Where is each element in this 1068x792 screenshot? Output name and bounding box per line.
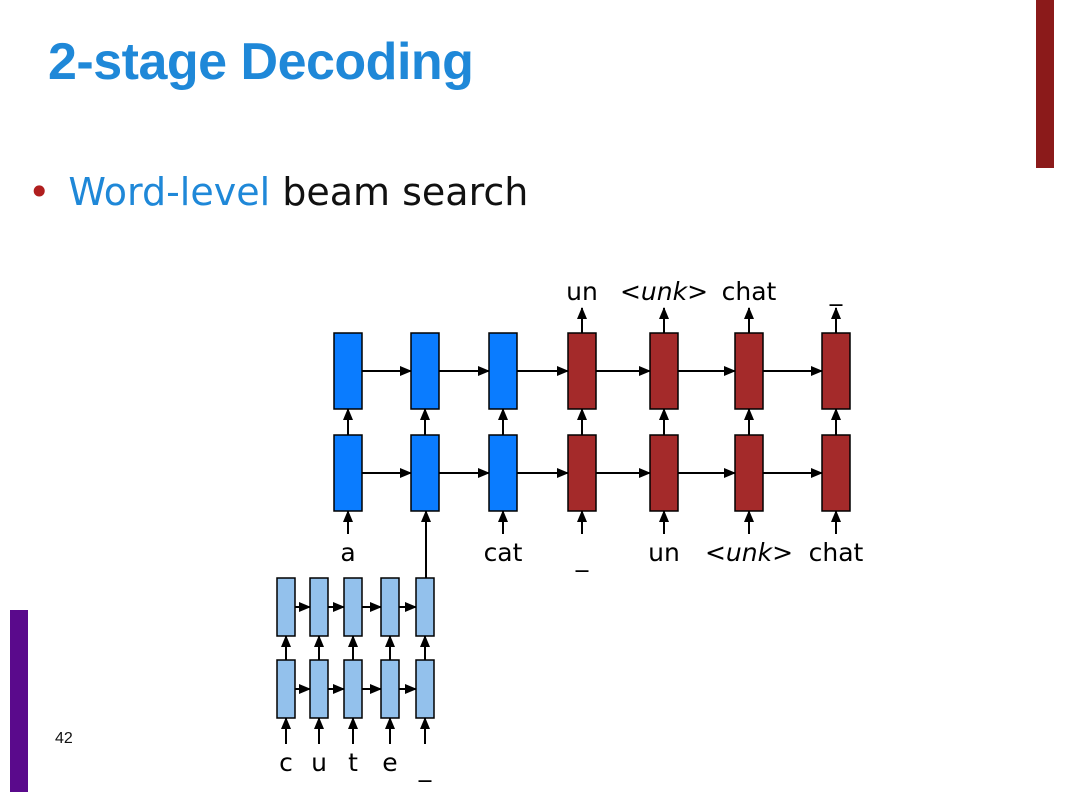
output-label: <unk>: [620, 277, 708, 306]
output-label: chat: [722, 277, 777, 306]
slide-title: 2-stage Decoding: [48, 33, 474, 91]
output-label: un: [566, 277, 598, 306]
char-input-label: t: [348, 748, 358, 777]
bullet-item: • Word-level beam search: [28, 170, 528, 214]
top-accent-bar: [1036, 0, 1054, 168]
bullet-highlight: Word-level: [68, 170, 271, 214]
word-input-label: chat: [809, 538, 864, 567]
char-cell-top: [343, 577, 363, 637]
bullet-dot-icon: •: [28, 170, 51, 214]
word-cell-bottom: [333, 434, 363, 512]
side-accent-bar: [10, 610, 28, 792]
char-input-label: e: [382, 748, 397, 777]
char-input-label: _: [418, 753, 432, 782]
word-cell-bottom: [410, 434, 440, 512]
decoder-cell-top: [734, 332, 764, 410]
decoder-cell-bottom: [821, 434, 851, 512]
char-cell-bottom: [343, 659, 363, 719]
char-cell-top: [276, 577, 296, 637]
char-cell-top: [415, 577, 435, 637]
char-cell-top: [309, 577, 329, 637]
page-number: 42: [55, 730, 73, 747]
char-cell-bottom: [415, 659, 435, 719]
char-cell-top: [380, 577, 400, 637]
word-cell-bottom: [488, 434, 518, 512]
char-input-label: u: [311, 748, 327, 777]
decoder-cell-top: [821, 332, 851, 410]
bullet-text: beam search: [270, 170, 529, 214]
output-label: _: [829, 277, 843, 306]
decoder-cell-top: [649, 332, 679, 410]
decoder-cell-bottom: [649, 434, 679, 512]
word-input-label: _: [575, 543, 589, 572]
decoder-cell-bottom: [734, 434, 764, 512]
decoder-cell-top: [567, 332, 597, 410]
word-cell-top: [333, 332, 363, 410]
char-cell-bottom: [309, 659, 329, 719]
char-cell-bottom: [276, 659, 296, 719]
char-cell-bottom: [380, 659, 400, 719]
decoder-cell-bottom: [567, 434, 597, 512]
char-input-label: c: [279, 748, 293, 777]
word-input-label: un: [648, 538, 680, 567]
word-cell-top: [488, 332, 518, 410]
word-cell-top: [410, 332, 440, 410]
word-input-label: <unk>: [705, 538, 793, 567]
word-input-label: cat: [484, 538, 523, 567]
word-input-label: a: [340, 538, 355, 567]
